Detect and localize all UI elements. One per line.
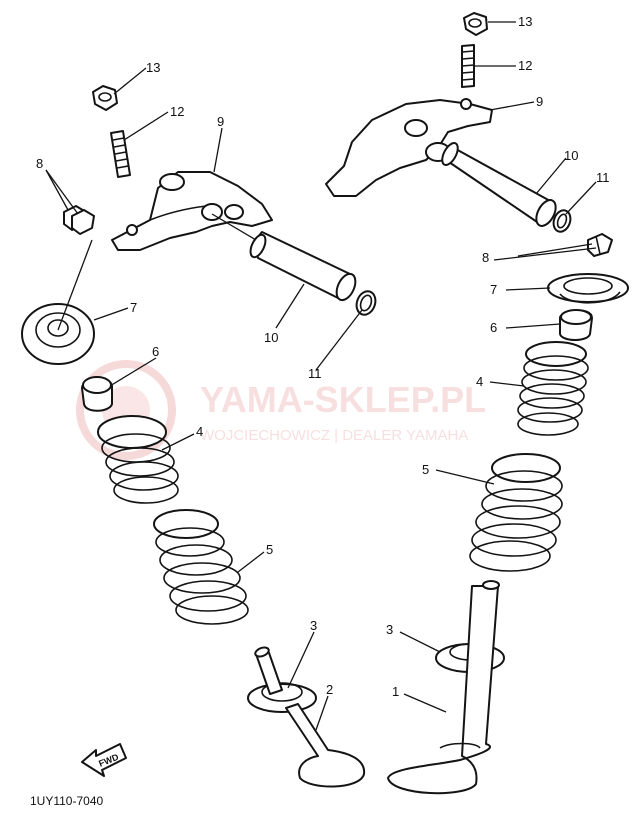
callout-10-left: 10 — [264, 330, 278, 345]
callout-2: 2 — [326, 682, 333, 697]
leader-lines — [45, 21, 597, 731]
callout-1: 1 — [392, 684, 399, 699]
part-4-spring-inner-left — [97, 415, 179, 504]
callout-7-right: 7 — [490, 282, 497, 297]
watermark-logo-ring — [76, 360, 176, 460]
watermark-brand: YAMA-SKLEP.PL — [200, 379, 486, 420]
callout-9-left: 9 — [217, 114, 224, 129]
callout-8-left: 8 — [36, 156, 43, 171]
watermark-tagline: WOJCIECHOWICZ | DEALER YAMAHA — [200, 427, 468, 444]
part-5-spring-outer-left — [153, 509, 249, 625]
callout-3-right: 3 — [386, 622, 393, 637]
callout-13-right: 13 — [518, 14, 532, 29]
callout-6-right: 6 — [490, 320, 497, 335]
part-5-spring-outer-right — [469, 453, 563, 572]
callout-3-left: 3 — [310, 618, 317, 633]
callout-9-right: 9 — [536, 94, 543, 109]
callout-12-left: 12 — [170, 104, 184, 119]
part-4-spring-inner-right — [517, 341, 589, 436]
fwd-arrow: FWD — [81, 743, 127, 777]
callout-5-right: 5 — [422, 462, 429, 477]
callout-11-right: 11 — [596, 170, 610, 185]
part-10-shaft-right — [441, 142, 557, 227]
part-2-valve-intake — [254, 646, 366, 788]
callout-13-left: 13 — [146, 60, 160, 75]
part-10-shaft-left — [211, 213, 357, 302]
callout-7-left: 7 — [130, 300, 137, 315]
part-12-stud-right — [461, 44, 475, 88]
callout-4-right: 4 — [476, 374, 483, 389]
callout-10-right: 10 — [564, 148, 578, 163]
callout-4-left: 4 — [196, 424, 203, 439]
part-11-oring-right — [552, 209, 572, 233]
callout-5-left: 5 — [266, 542, 273, 557]
part-13-nut-left — [92, 85, 118, 111]
callout-12-right: 12 — [518, 58, 532, 73]
part-6-seal-right — [559, 309, 593, 341]
part-7-retainer-right — [547, 273, 629, 304]
part-8-cotters-right — [587, 233, 613, 257]
part-7-retainer-left — [21, 303, 95, 365]
callout-8-right: 8 — [482, 250, 489, 265]
part-11-oring-left — [355, 290, 377, 316]
drawing-code: 1UY110-7040 — [30, 794, 103, 808]
part-9-rocker-arm-left — [111, 171, 273, 251]
callout-6-left: 6 — [152, 344, 159, 359]
part-6-seal-left — [81, 376, 113, 412]
callout-11-left: 11 — [308, 366, 322, 381]
part-12-stud-left — [110, 130, 131, 178]
part-1-valve-exhaust — [387, 580, 500, 795]
watermark: YAMA-SKLEP.PL WOJCIECHOWICZ | DEALER YAM… — [76, 360, 486, 460]
part-9-rocker-arm-right — [325, 98, 493, 197]
part-13-nut-right — [463, 12, 488, 36]
part-8-cotters-left — [63, 205, 95, 235]
callouts: 13 12 9 8 7 10 11 6 4 5 3 2 13 12 9 10 1… — [36, 14, 610, 699]
